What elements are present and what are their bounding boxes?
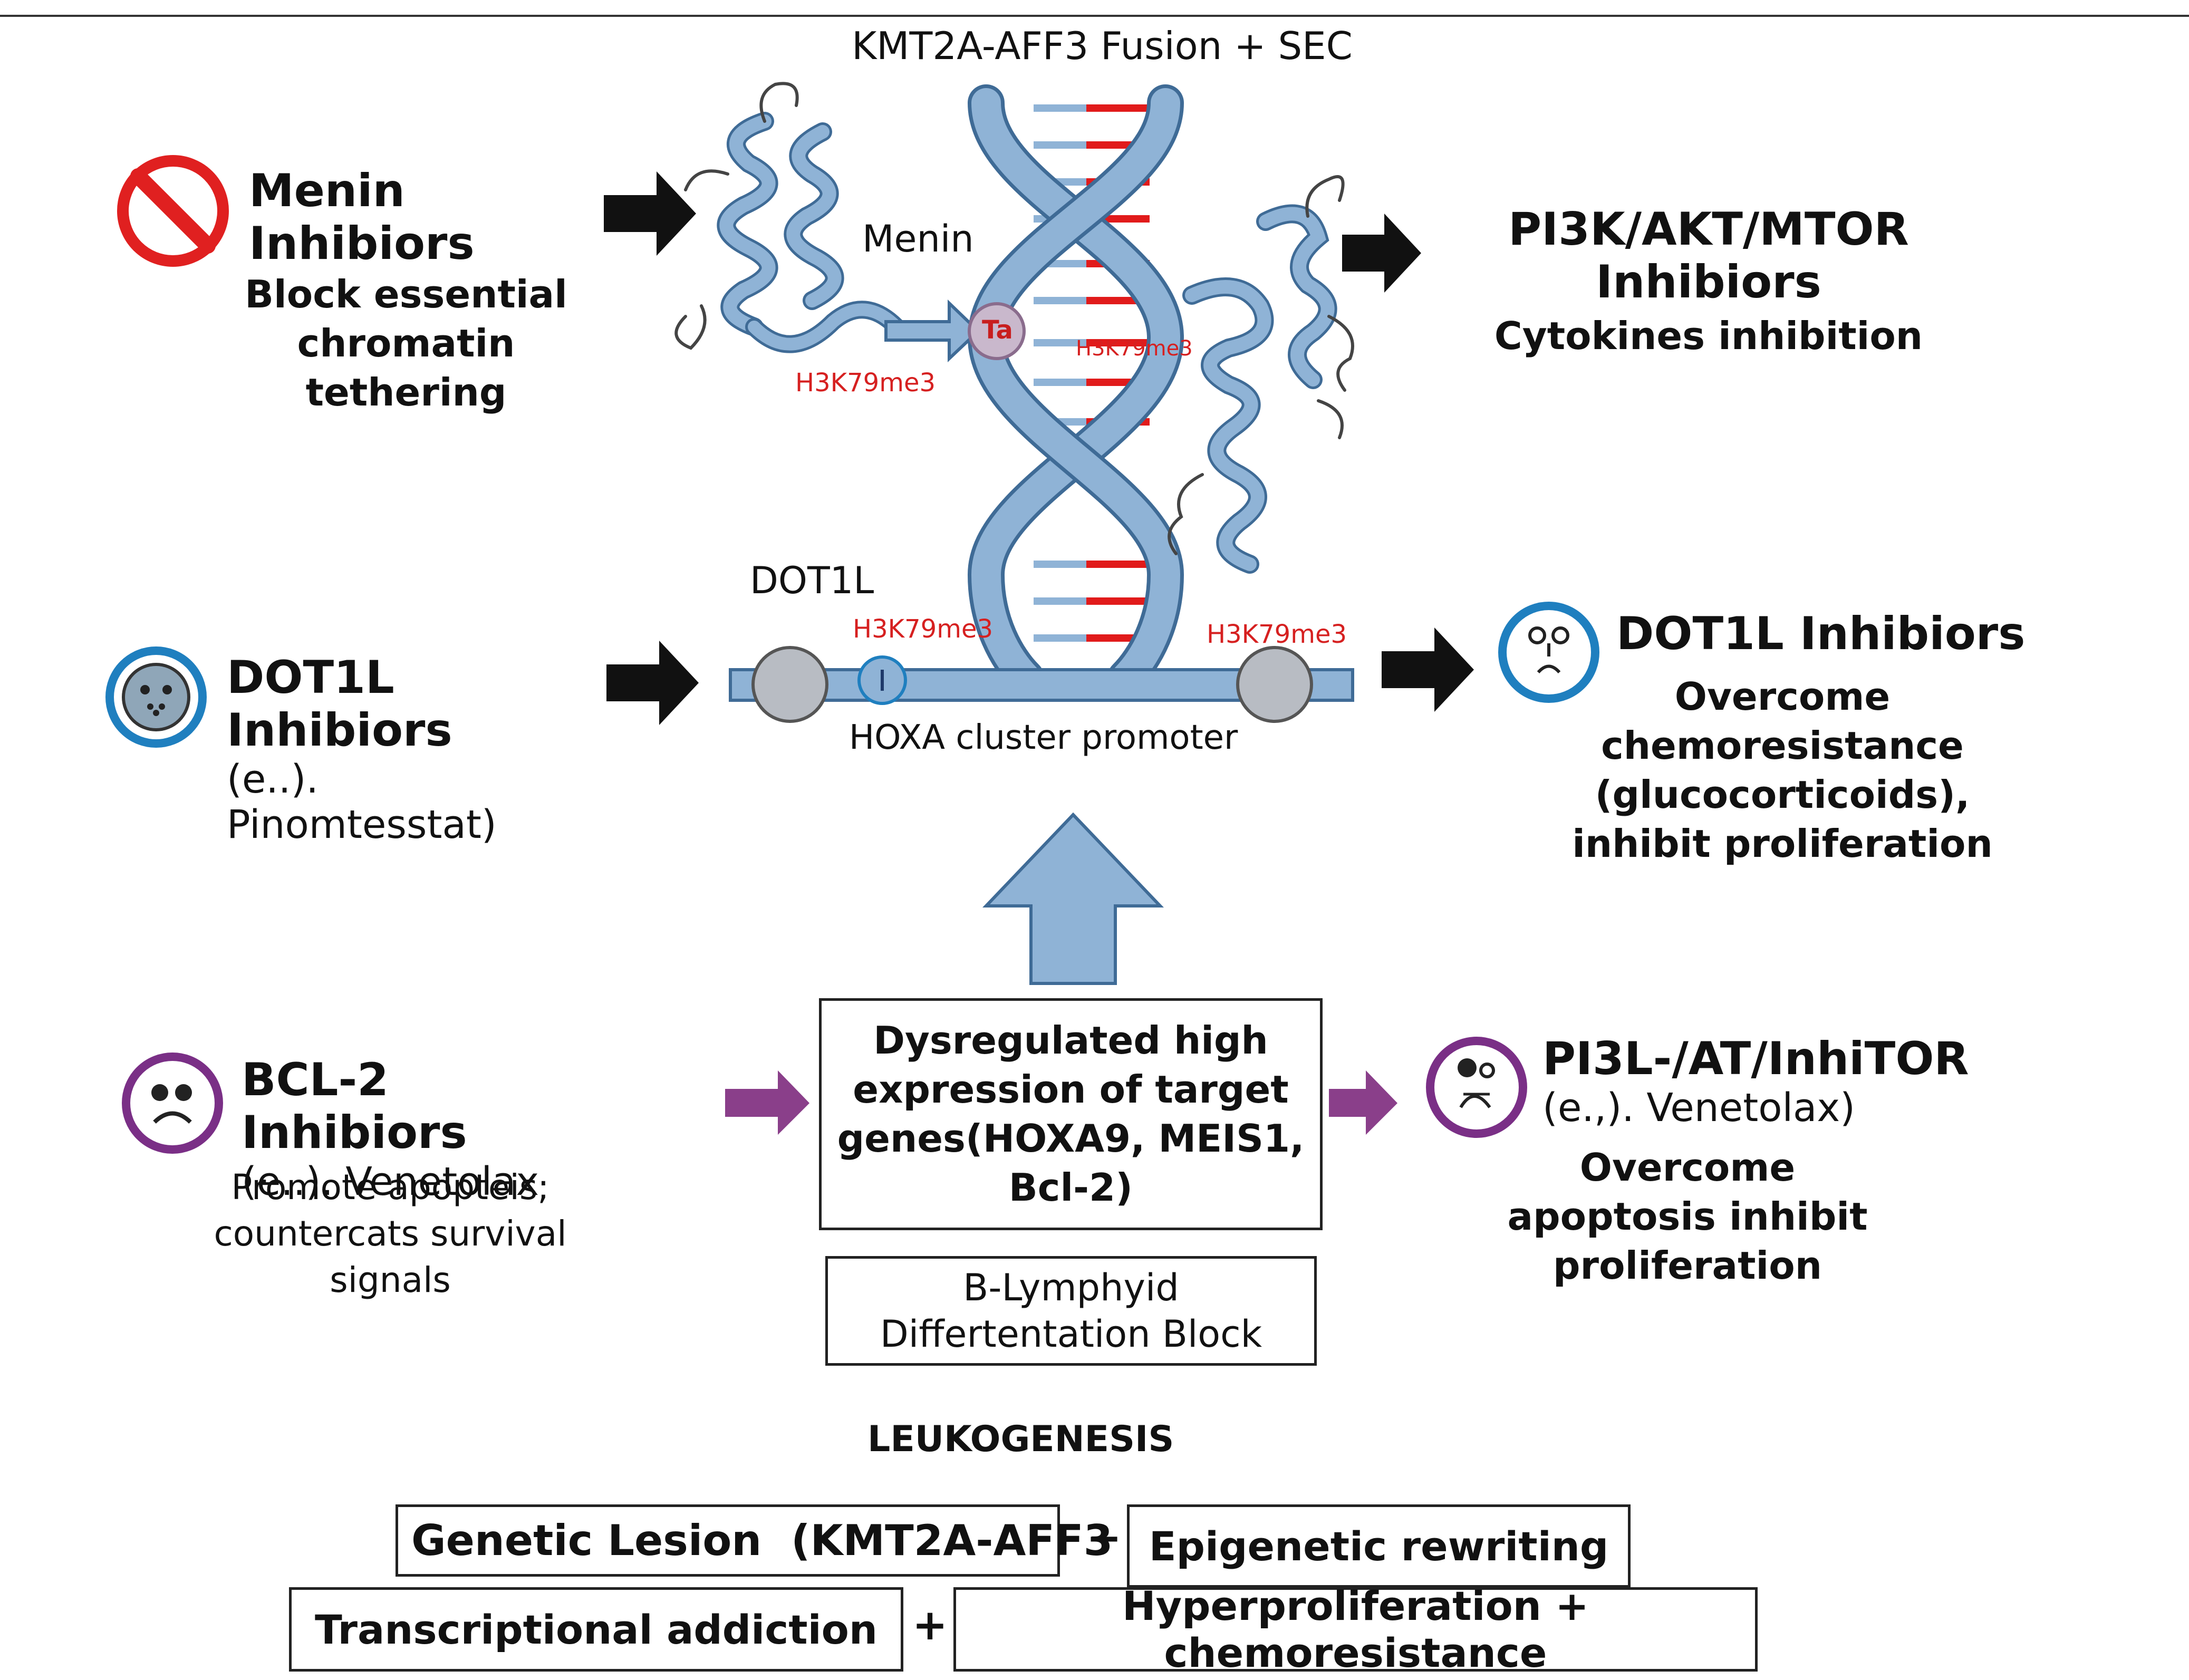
up-arrow [982,812,1164,985]
ta-circle [968,302,1026,360]
hyperproliferation-text: Hyperproliferation + chemoresistance [1122,1582,1589,1676]
arrow-pi3k [1342,214,1421,293]
pi3k-title: PI3K/AKT/MTOR Inhibiors [1508,203,1909,308]
dot1l-label: DOT1L [750,559,874,602]
dot1l-left-title: DOT1L Inhibiors [227,651,452,757]
pi3l-line-2: apoptosis inhibit [1507,1194,1868,1239]
diagram-title: KMT2A-AFF3 Fusion + SEC [852,24,1353,68]
transcriptional-text: Transcriptional addiction [315,1606,877,1653]
pi3l-line-3: proliferation [1553,1243,1822,1288]
arrow-dot1l-left [606,641,699,725]
arrow-menin [604,171,696,256]
leukogenesis-label: LEUKOGENESIS [867,1418,1174,1460]
h3k79-label-right: H3K79me3 [1207,620,1347,649]
menin-line-2: chromatin [297,321,515,365]
menin-inhibitors-title: Menin Inhibiors [249,165,475,270]
dot1l-face-icon-right [1498,602,1599,703]
epigenetic-text: Epigenetic rewriting [1149,1522,1609,1570]
plus-sign-2: + [912,1600,948,1649]
genetic-lesion-text: Genetic Lesion (KMT2A-AFF3 ) [411,1516,1147,1565]
menin-label: Menin [862,217,974,260]
block-line-1: B-Lymphyid [963,1266,1179,1309]
transcriptional-box: Transcriptional addiction [289,1587,903,1672]
h3k79-label-left: H3K79me3 [795,368,936,398]
differentiation-block-box: B-Lymphyid Differtentation Block [825,1256,1317,1366]
pi3l-desc: Overcome apoptosis inhibit proliferation [1477,1143,1898,1290]
dot1l-right-line-3: (glucocorticoids), [1595,773,1970,817]
dot1l-right-block: Overcome chemoresistance (glucocorticoid… [1550,672,2014,868]
bcl2-line-1: Promote apopteis; [231,1167,549,1208]
genetic-lesion-box: Genetic Lesion (KMT2A-AFF3 ) [396,1504,1147,1577]
plus-sign-1: + [1086,1513,1122,1562]
dot1l-right-title: DOT1L Inhibiors [1616,607,2026,660]
dna-helix [967,84,1184,696]
pi3k-sub: Cytokines inhibition [1494,314,1923,358]
dot1l-left-block: DOT1L Inhibiors (e..). Pinomtesstat) [227,651,596,847]
dot1l-face-icon-left [105,646,207,748]
target-genes-line-3: genes(HOXA9, MEIS1, [837,1116,1305,1161]
nucleosome-left [751,646,828,723]
epigenetic-box: Epigenetic rewriting [1127,1504,1631,1588]
dot1l-left-sub: (e..). Pinomtesstat) [227,757,497,847]
menin-protein [674,82,905,353]
dot1l-right-line-1: Overcome [1674,674,1891,719]
pi3l-face-icon [1426,1037,1527,1138]
pi3l-block: PI3L-/AT/InhiTOR (e.,). Venetolax) [1542,1032,2017,1131]
bcl2-sub: (e..). Venetolax [242,1159,539,1204]
target-genes-box: Dysregulated high expression of target g… [819,998,1323,1230]
target-genes-line-1: Dysregulated high [873,1018,1268,1063]
bcl2-sad-face-icon [122,1053,223,1154]
block-line-2: Differtentation Block [880,1312,1262,1356]
arrow-dot1l-right [1382,627,1474,712]
pi3l-sub: (e.,). Venetolax) [1542,1085,1856,1131]
target-genes-line-2: expression of target [853,1067,1289,1112]
stop-icon [117,155,229,267]
bcl2-line-2: countercats survival signals [214,1213,567,1300]
arrow-pi3l [1329,1070,1397,1135]
pi3l-title: PI3L-/AT/InhiTOR [1542,1032,1969,1085]
ta-label: Ta [982,315,1013,345]
pi3l-line-1: Overcome [1579,1145,1796,1190]
pi3k-block: PI3K/AKT/MTOR Inhibiors Cytokines inhibi… [1445,203,1972,361]
dot1l-right-line-2: chemoresistance [1601,723,1964,768]
hyperproliferation-box: Hyperproliferation + chemoresistance [953,1582,1758,1676]
dot1l-right-line-4: inhibit proliferation [1572,822,1993,866]
bcl2-title: BCL-2 Inhibiors [242,1054,467,1159]
promoter-label: HOXA cluster promoter [849,718,1238,757]
h3k79-label-mid: H3K79me3 [853,614,994,644]
bcl2-desc: Promote apopteis; countercats survival s… [153,1164,628,1304]
menin-line-3: tethering [305,370,507,414]
bcl2-block: BCL-2 Inhibiors (e..). Venetolax [242,1054,611,1204]
arrow-bcl2 [725,1070,809,1135]
h3k79-label-center-top: H3K79me3 [1076,336,1193,361]
right-protein [1168,175,1354,574]
nucleosome-right [1236,646,1313,723]
menin-to-ta-arrow [884,299,981,362]
menin-inhibitors-block: Menin Inhibiors Block essential chromati… [232,165,580,417]
target-genes-line-4: Bcl-2) [1008,1165,1133,1210]
menin-line-1: Block essential [245,272,567,316]
